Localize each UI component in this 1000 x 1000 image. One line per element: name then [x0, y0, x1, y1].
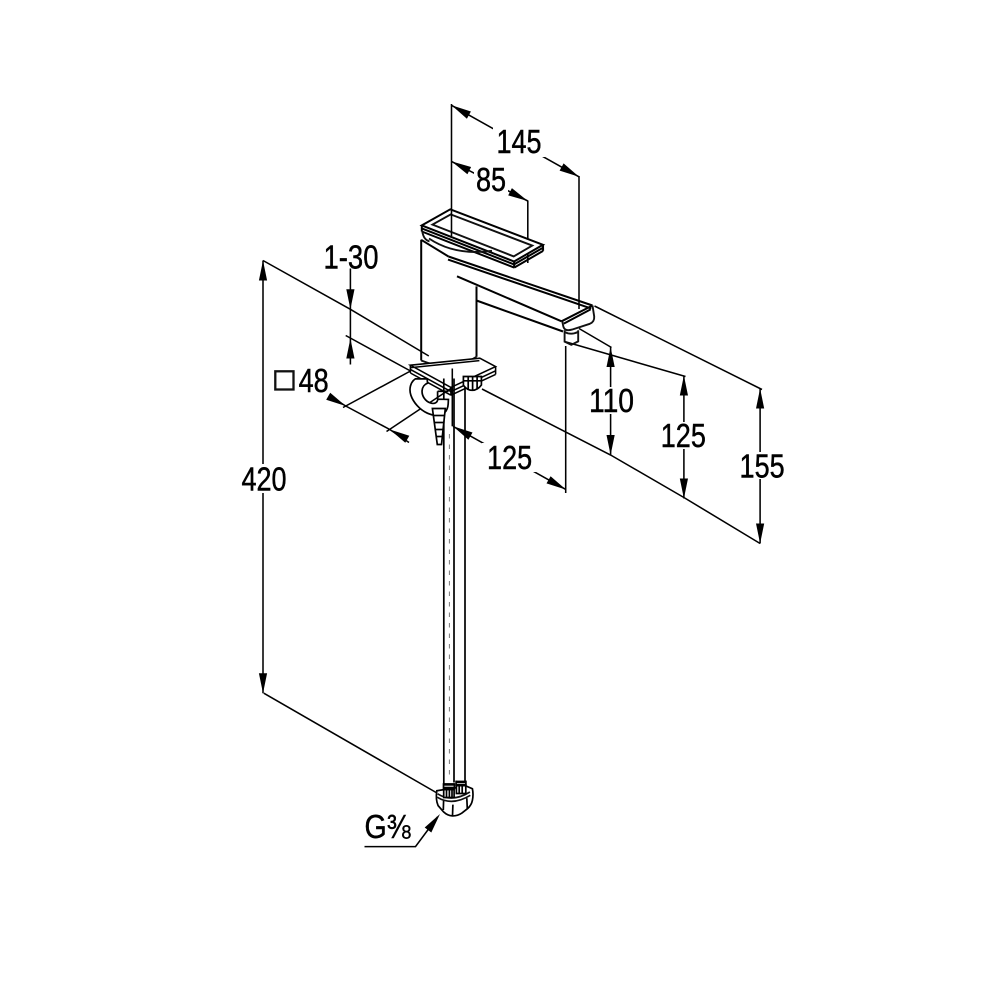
- svg-text:85: 85: [476, 161, 506, 198]
- svg-text:155: 155: [740, 447, 785, 484]
- svg-text:G⅜: G⅜: [365, 808, 411, 845]
- svg-text:420: 420: [241, 460, 286, 497]
- svg-text:110: 110: [589, 382, 634, 419]
- svg-text:48: 48: [299, 362, 329, 399]
- svg-text:145: 145: [496, 123, 541, 160]
- svg-text:1-30: 1-30: [324, 239, 379, 276]
- svg-text:125: 125: [487, 439, 532, 476]
- svg-text:125: 125: [661, 417, 706, 454]
